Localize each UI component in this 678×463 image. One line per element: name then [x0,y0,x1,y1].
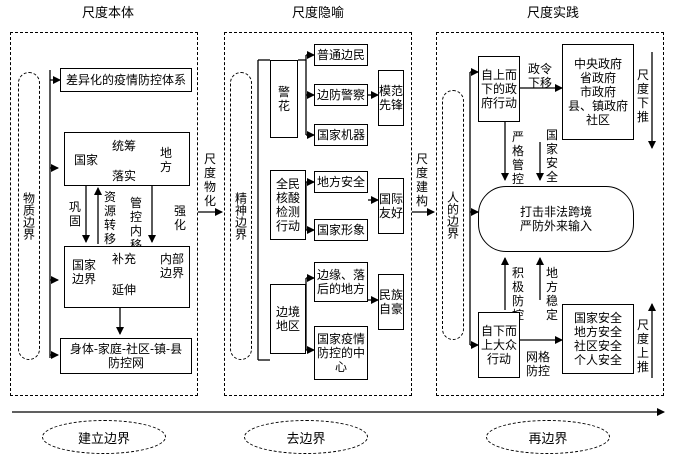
ethnic-pride-box: 民族自豪 [378,274,404,330]
security-levels-box: 国家安全 地方安全 社区安全 个人安全 [562,304,634,374]
reborder-oval: 再边界 [486,420,610,454]
model-pioneer-box: 模范先锋 [378,70,404,126]
bottom-up-mass-action-box: 自下而上大众行动 [478,312,520,378]
national-image-box: 国家形象 [314,219,368,241]
policy-downward-label: 政令 下移 [528,62,553,90]
scale-push-down-label: 尺度下推 [637,68,650,124]
top-down-government-box: 自上而下的政府行动 [478,56,520,122]
international-friendship-box: 国际友好 [378,178,404,234]
local-label: 地方 [160,146,173,174]
control-center-box: 国家疫情防控的中心 [314,326,368,380]
resource-transfer-label: 资源 转移 [104,190,117,246]
col3-frame [436,32,664,396]
implement-label: 落实 [112,169,137,183]
col1-frame [10,32,198,396]
human-border-label: 人的边界 [442,90,464,340]
col2-frame [224,32,412,396]
national-security-label-top: 国家安全 [546,128,559,184]
crackdown-illegal-crossing-box: 打击非法跨境 严防外来输入 [478,186,634,252]
body-family-network-box: 身体-家庭-社区-镇-县 防控网 [60,338,192,374]
build-border-oval: 建立边界 [42,420,166,454]
scale-construction-label: 尺度建构 [416,152,429,208]
local-safety-box: 地方安全 [314,171,368,193]
scale-push-up-label: 尺度上推 [637,318,650,374]
grid-control-label: 网格防控 [526,350,551,378]
strict-control-label: 严格管控 [512,130,525,186]
deborder-oval: 去边界 [244,420,368,454]
supplement-label: 补充 [112,252,137,266]
mass-nucleic-test-box: 全民核酸检测行动 [270,170,306,240]
col1-title: 尺度本体 [82,6,135,21]
col3-title: 尺度实践 [527,6,580,21]
scale-materialization-label: 尺度物化 [204,152,217,208]
strengthen-label: 强化 [174,204,187,232]
material-border-label: 物质边界 [18,72,40,360]
spiritual-border-label: 精神边界 [230,72,252,360]
col2-title: 尺度隐喻 [292,6,345,21]
police-flower-box: 警花 [270,60,298,138]
border-box [64,246,190,308]
nation-label: 国家 [74,153,99,167]
border-police-box: 边防警察 [314,84,368,106]
national-border-label: 国家 边界 [72,258,97,286]
remote-area-box: 边缘、落后的地方 [314,262,368,302]
local-stability-label: 地方稳定 [546,266,559,322]
government-levels-box: 中央政府 省政府 市政府 县、镇政府 社区 [562,44,634,140]
border-area-box: 边境地区 [270,284,306,354]
coordinate-label: 统筹 [112,139,137,153]
control-inward-label: 管控 内移 [130,196,143,252]
state-apparatus-box: 国家机器 [314,124,368,146]
ordinary-border-resident-box: 普通边民 [314,44,368,66]
consolidate-label: 巩固 [69,200,82,228]
extend-label: 延伸 [112,283,137,297]
differentiated-control-system-box: 差异化的疫情防控体系 [60,68,192,92]
nation-local-box [64,132,190,186]
inner-border-label: 内部 边界 [160,252,185,280]
